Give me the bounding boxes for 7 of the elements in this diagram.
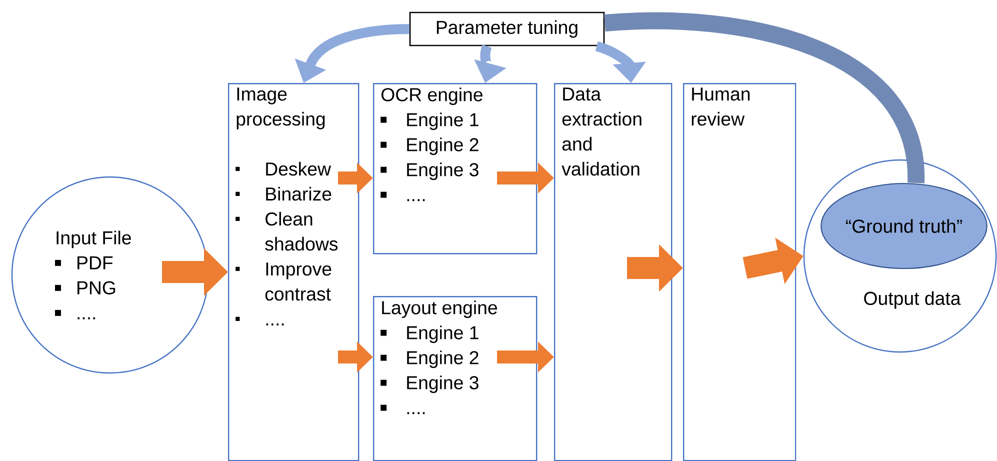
process-box: Layout engine Engine 1 Engine 2 Engine 3 ....	[373, 296, 538, 461]
process-box: Image processing Deskew Binarize Clean shadows Improve contrast ....	[228, 83, 360, 461]
label-box: Parameter tuning	[409, 12, 605, 46]
process-box: OCR engine Engine 1 Engine 2 Engine 3 ....	[373, 83, 538, 254]
process-box: Data extraction and validation	[554, 83, 672, 461]
process-box: Human review	[683, 83, 796, 461]
curved-band	[604, 12, 924, 184]
